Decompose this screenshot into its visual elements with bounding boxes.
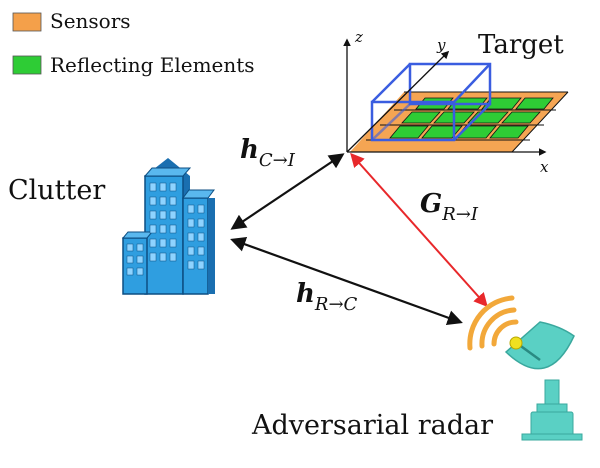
channel-label-radar-clutter: hR→C <box>296 279 358 315</box>
channel-symbol-radar-irs: G <box>420 189 442 219</box>
reflecting-elements-grid <box>389 97 554 139</box>
channel-symbol-radar-clutter: h <box>296 279 315 309</box>
legend-swatch-reflecting <box>12 55 42 75</box>
clutter-label: Clutter <box>8 175 105 206</box>
legend-label-sensors: Sensors <box>50 9 131 33</box>
axis-label-z: z <box>354 28 363 46</box>
radar-waves <box>467 295 519 351</box>
channel-subscript-clutter-irs: C→I <box>259 150 296 171</box>
channel-symbol-clutter-irs: h <box>240 135 259 165</box>
channel-label-radar-irs: GR→I <box>420 189 479 225</box>
axis-label-y: y <box>436 36 446 54</box>
building-windows <box>126 182 205 276</box>
legend-swatch-sensors <box>12 12 42 32</box>
arrow-radar-irs <box>350 152 488 308</box>
radar-label: Adversarial radar <box>251 410 493 441</box>
channel-subscript-radar-irs: R→I <box>441 204 479 225</box>
radar-dish <box>504 321 575 370</box>
arrow-clutter-irs <box>230 153 345 230</box>
legend: Sensors Reflecting Elements <box>12 9 255 77</box>
radar-feed-tip <box>509 336 523 350</box>
target-label: Target <box>478 30 564 60</box>
channel-subscript-radar-clutter: R→C <box>314 294 358 315</box>
building-icon <box>121 158 215 295</box>
target-box <box>370 62 492 142</box>
legend-label-reflecting: Reflecting Elements <box>50 53 255 77</box>
irs-surface-group: z y x <box>343 28 569 176</box>
coordinate-axes <box>343 38 547 156</box>
axis-label-x: x <box>540 158 549 176</box>
channel-label-clutter-irs: hC→I <box>240 135 296 171</box>
arrow-radar-clutter <box>230 236 463 326</box>
radar-icon <box>467 295 583 441</box>
